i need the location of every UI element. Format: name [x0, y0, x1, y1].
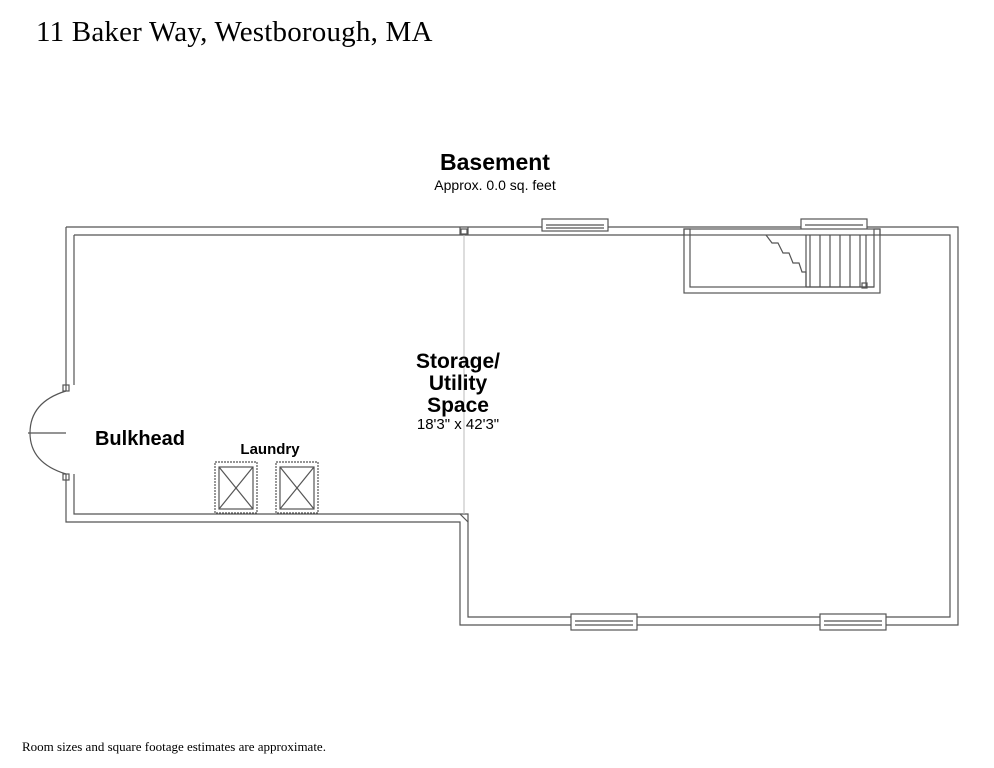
stair-enclosure-inner	[689, 234, 875, 288]
dryer-unit	[275, 461, 319, 514]
footer-disclaimer: Room sizes and square footage estimates …	[22, 739, 326, 754]
room-bulkhead-name: Bulkhead	[94, 428, 186, 450]
room-storage-dimensions: 18'3" x 42'3"	[416, 416, 500, 433]
room-storage-line-3: Space	[427, 394, 489, 417]
property-address: 11 Baker Way, Westborough, MA	[36, 16, 433, 48]
room-storage-line-2: Utility	[428, 372, 488, 395]
stair-winder	[765, 234, 807, 287]
room-storage-line-1: Storage/	[415, 350, 501, 373]
floor-title: Basement	[440, 149, 550, 175]
stair-enclosure-outer	[683, 228, 881, 294]
outer-wall	[65, 226, 959, 626]
washer-unit	[214, 461, 258, 514]
room-storage-utility-name: Storage/ Utility Space	[383, 351, 533, 417]
bulkhead-door-lower	[29, 432, 67, 475]
window-bottom-2	[819, 613, 887, 631]
window-bottom-1	[570, 613, 638, 631]
laundry-label: Laundry	[240, 441, 300, 458]
floor-area: Approx. 0.0 sq. feet	[434, 177, 556, 193]
bulkhead-door-upper	[29, 390, 67, 434]
inner-wall	[73, 234, 951, 618]
